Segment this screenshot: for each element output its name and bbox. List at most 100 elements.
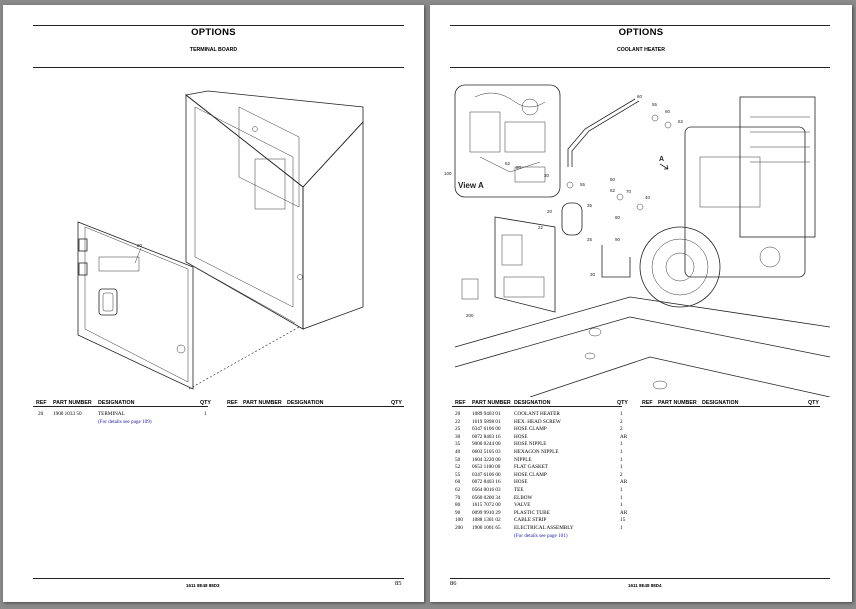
part-number-cell: 1088 1301 02 bbox=[472, 517, 501, 524]
part-number-cell: 1089 9403 01 bbox=[472, 411, 501, 417]
part-label: 25 bbox=[587, 237, 593, 242]
doc-code: 1611 8E48 88D4 bbox=[628, 583, 662, 588]
designation-cell: HOSE NIPPLE bbox=[514, 441, 547, 448]
qty-cell: AR bbox=[620, 479, 628, 486]
hose bbox=[567, 98, 636, 167]
part-number-cell: 1619 5898 01 bbox=[472, 418, 501, 425]
view-arrow-label: A bbox=[659, 156, 664, 163]
designation-cell: COOLANT HEATER bbox=[514, 411, 560, 417]
part-label: 60 bbox=[665, 109, 671, 114]
top-rule bbox=[450, 25, 830, 26]
ref-cell: 40 bbox=[455, 449, 461, 455]
part-number-cell: 0072 8403 16 bbox=[472, 479, 501, 486]
top-rule bbox=[33, 25, 404, 26]
part-number-cell: 9000 0244 00 bbox=[472, 441, 501, 448]
part-label: 100 bbox=[444, 171, 452, 176]
col-designation: DESIGNATION bbox=[98, 400, 135, 406]
mount bbox=[652, 380, 668, 390]
part-number-cell: 1900 1001 65 bbox=[472, 525, 501, 531]
ref-cell: 80 bbox=[455, 502, 461, 509]
designation-cell: ELBOW bbox=[514, 494, 533, 501]
designation-cell: HOSE bbox=[514, 479, 528, 486]
col-ref: REF bbox=[642, 400, 653, 406]
ref-cell: 70 bbox=[455, 494, 461, 501]
cabinet-side bbox=[302, 120, 364, 330]
tee bbox=[664, 121, 672, 129]
designation-cell: HEXAGON NIPPLE bbox=[514, 449, 559, 455]
cabinet-cutout bbox=[254, 158, 286, 210]
col-ref: REF bbox=[455, 400, 466, 406]
ref-cell: 62 bbox=[455, 487, 461, 493]
part-label: 200 bbox=[466, 313, 474, 318]
terminal-board-diagram: 20 bbox=[77, 90, 364, 390]
part-label: 60 bbox=[516, 165, 522, 170]
qty-cell: 15 bbox=[620, 517, 626, 524]
qty-cell: 1 bbox=[620, 502, 623, 509]
hose bbox=[601, 245, 631, 278]
col-designation: DESIGNATION bbox=[287, 400, 324, 406]
details-note: (For details see page 101) bbox=[514, 532, 568, 539]
col-part-number: PART NUMBER bbox=[472, 400, 511, 406]
page-subtitle: COOLANT HEATER bbox=[616, 47, 666, 53]
col-qty: QTY bbox=[617, 400, 628, 406]
table-rule bbox=[640, 406, 820, 407]
engine bbox=[639, 96, 816, 308]
ref-cell: 52 bbox=[455, 464, 461, 471]
electrical-assembly bbox=[494, 216, 556, 313]
part-label: 50 bbox=[610, 177, 616, 182]
designation-cell: VALVE bbox=[514, 502, 531, 509]
designation-cell: FLAT GASKET bbox=[514, 464, 549, 471]
part-label: 70 bbox=[626, 189, 632, 194]
qty-cell: 2 bbox=[620, 418, 623, 425]
cabinet-back-panel bbox=[238, 106, 300, 208]
designation-cell: ELECTRICAL ASSEMBLY bbox=[514, 525, 574, 531]
part-number-cell: 0347 6106 00 bbox=[472, 426, 501, 433]
part-label: 35 bbox=[587, 203, 593, 208]
qty-cell: 2 bbox=[620, 471, 623, 478]
part-label: 60 bbox=[637, 94, 643, 99]
terminal-strip bbox=[98, 256, 140, 272]
qty-cell: 1 bbox=[620, 411, 623, 417]
part-label: 80 bbox=[615, 215, 621, 220]
qty-cell: 1 bbox=[620, 456, 623, 463]
col-ref: REF bbox=[36, 400, 47, 406]
view-arrow bbox=[659, 163, 669, 170]
part-number-cell: 0603 5105 03 bbox=[472, 449, 501, 455]
designation-cell: HOSE bbox=[514, 433, 528, 440]
mount bbox=[584, 352, 596, 360]
col-part-number: PART NUMBER bbox=[658, 400, 697, 406]
doc-code: 1611 8E48 88D3 bbox=[186, 583, 220, 588]
header-rule bbox=[450, 67, 830, 68]
col-qty: QTY bbox=[200, 400, 211, 406]
ref-cell: 50 bbox=[455, 456, 461, 463]
part-number-cell: 0099 9910 29 bbox=[472, 509, 501, 516]
qty-cell: 1 bbox=[620, 449, 623, 455]
qty-cell: 1 bbox=[620, 441, 623, 448]
alignment-line bbox=[188, 326, 300, 390]
terminal-hole bbox=[176, 344, 186, 354]
part-label: 30 bbox=[544, 173, 550, 178]
qty-cell: 1 bbox=[620, 487, 623, 493]
part-label: 40 bbox=[645, 195, 651, 200]
ref-cell: 100 bbox=[455, 517, 463, 524]
page-number: 85 bbox=[395, 580, 402, 587]
relay bbox=[461, 278, 479, 300]
coolant-heater bbox=[561, 202, 583, 236]
table-rule bbox=[33, 406, 208, 407]
header-rule bbox=[33, 67, 404, 68]
designation-cell: HEX. HEAD SCREW bbox=[514, 418, 561, 425]
left-page: OPTIONS TERMINAL BOARD 20 REF PART NUMBE… bbox=[3, 5, 424, 602]
coolant-heater-diagram: View A 62 60 30 60 55 60 62 55 A 20 22 2… bbox=[444, 84, 831, 397]
ref-cell: 55 bbox=[455, 471, 461, 478]
cabinet-top bbox=[185, 90, 364, 188]
footer-rule bbox=[450, 578, 830, 579]
ref-cell: 22 bbox=[455, 418, 461, 425]
connector bbox=[78, 238, 88, 252]
col-designation: DESIGNATION bbox=[514, 400, 551, 406]
part-label: 20 bbox=[547, 209, 553, 214]
part-label: 52 bbox=[610, 188, 616, 193]
col-qty: QTY bbox=[391, 400, 402, 406]
designation-cell: TEE bbox=[514, 487, 524, 493]
part-number-cell: 0560 0200 34 bbox=[472, 494, 501, 501]
qty-cell: 2 bbox=[620, 426, 623, 433]
